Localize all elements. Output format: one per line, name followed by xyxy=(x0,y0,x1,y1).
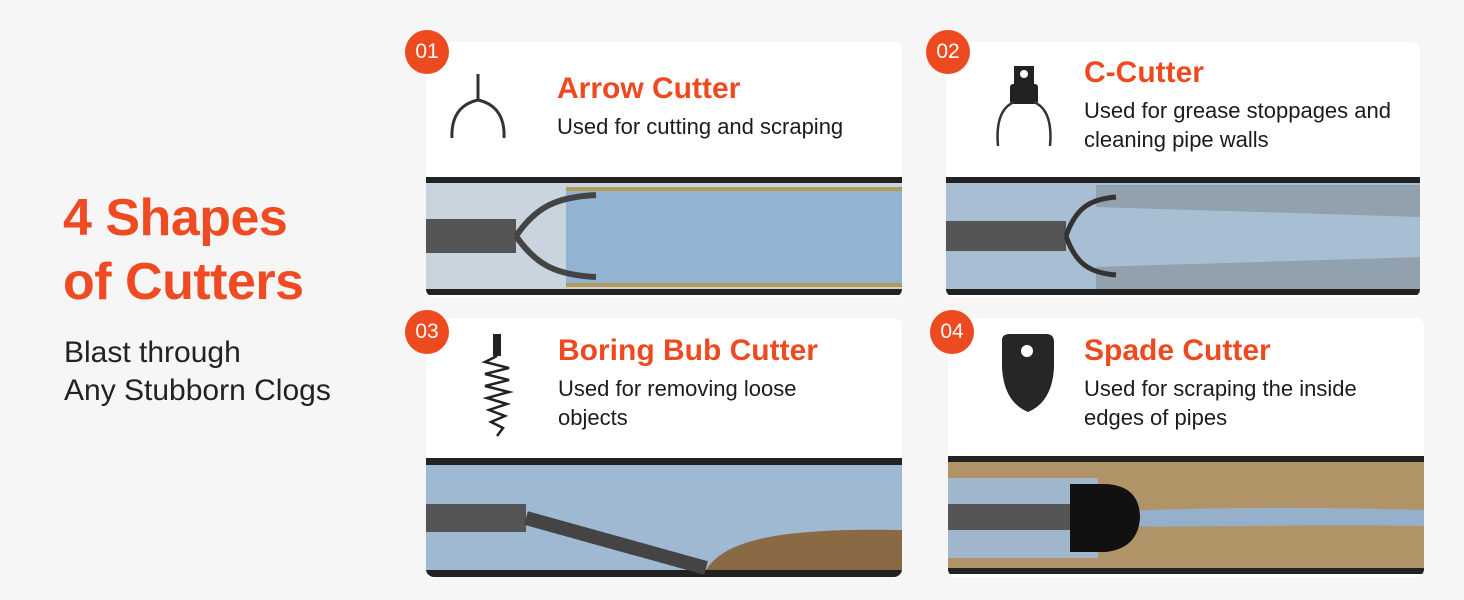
subheadline-line-1: Blast through xyxy=(64,336,241,369)
number-badge-04: 04 xyxy=(930,310,974,354)
cutter-description: Used for removing loose objects xyxy=(558,376,797,430)
number-badge-02: 02 xyxy=(926,30,970,74)
subheadline-line-2: Any Stubborn Clogs xyxy=(64,374,331,407)
arrow-cutter-icon xyxy=(450,74,506,139)
pipe-illustration xyxy=(426,177,902,295)
cutter-title: Boring Bub Cutter xyxy=(558,334,818,367)
headline-line-1: 4 Shapes xyxy=(63,189,288,247)
boring-bub-cutter-icon xyxy=(481,334,514,437)
number-badge-03: 03 xyxy=(405,310,449,354)
c-cutter-icon xyxy=(996,66,1052,147)
cutter-card-spade: Spade Cutter Used for scraping the insid… xyxy=(948,318,1424,577)
cutter-card-arrow: Arrow Cutter Used for cutting and scrapi… xyxy=(426,42,902,297)
cutter-title: Spade Cutter xyxy=(1084,334,1271,367)
subheadline: Blast through Any Stubborn Clogs xyxy=(64,334,331,410)
cutter-description: Used for grease stoppages and cleaning p… xyxy=(1084,98,1391,152)
headline: 4 Shapes of Cutters xyxy=(63,186,304,314)
cutter-description: Used for cutting and scraping xyxy=(557,114,844,139)
pipe-illustration xyxy=(426,458,902,577)
cutter-title: C-Cutter xyxy=(1084,56,1204,89)
headline-line-2: of Cutters xyxy=(63,253,304,311)
pipe-illustration xyxy=(948,456,1424,574)
spade-cutter-icon xyxy=(1002,334,1054,412)
number-badge-01: 01 xyxy=(405,30,449,74)
cutter-description: Used for scraping the inside edges of pi… xyxy=(1084,376,1357,430)
cutter-card-c: C-Cutter Used for grease stoppages and c… xyxy=(946,42,1420,297)
cutter-title: Arrow Cutter xyxy=(557,72,741,105)
pipe-illustration xyxy=(946,177,1420,295)
cutter-card-boring-bub: Boring Bub Cutter Used for removing loos… xyxy=(426,318,902,577)
